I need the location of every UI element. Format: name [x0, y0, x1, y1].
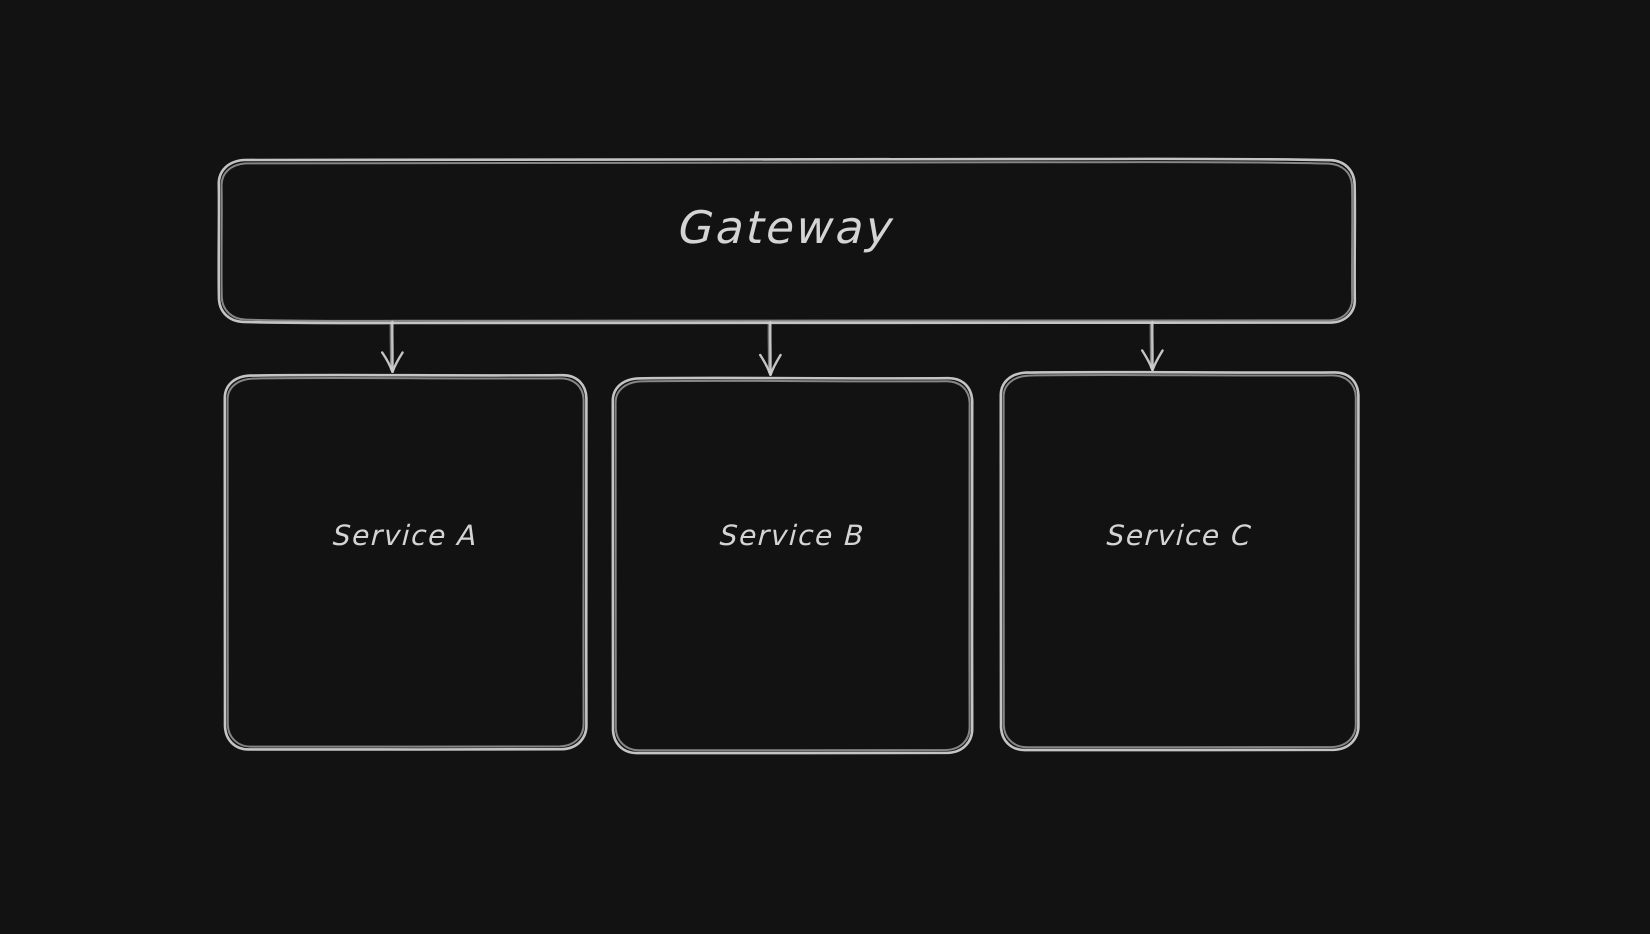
gateway-node-shape[interactable]: [217, 157, 1357, 325]
service-b-node-shape[interactable]: [611, 376, 974, 755]
edge-gateway-to-service-b[interactable]: [759, 321, 782, 376]
service-a-node-shape[interactable]: [223, 373, 588, 751]
service-c-node-shape[interactable]: [999, 370, 1360, 752]
edge-gateway-to-service-a[interactable]: [381, 320, 404, 373]
edge-gateway-to-service-c[interactable]: [1141, 320, 1164, 372]
